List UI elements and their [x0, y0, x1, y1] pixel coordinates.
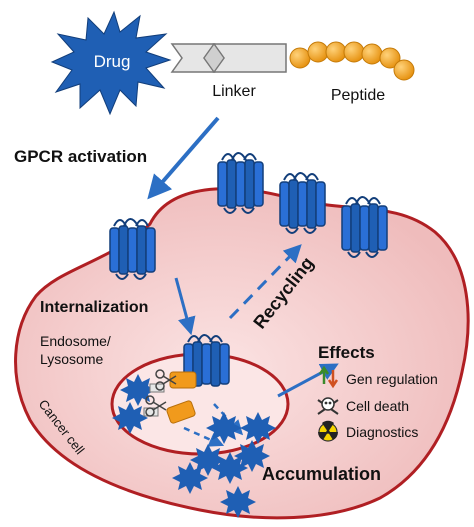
drug-starburst — [50, 10, 172, 116]
scissors-icon-upper — [155, 369, 177, 391]
skull-icon — [317, 397, 339, 415]
activation-arrow — [147, 116, 220, 200]
effects-title: Effects — [318, 343, 375, 362]
gpcr-receptor-membrane — [109, 218, 156, 280]
gpcr-receptor-recycled-1 — [217, 152, 264, 214]
linker-label: Linker — [212, 83, 256, 100]
internalization-label: Internalization — [40, 299, 148, 316]
gpcr-activation-label: GPCR activation — [14, 147, 147, 166]
recycling-arrow — [228, 244, 302, 320]
accumulation-label: Accumulation — [262, 464, 381, 484]
gpcr-receptor-recycled-2 — [279, 172, 326, 234]
gpcr-receptor-recycled-3 — [341, 196, 388, 258]
endosome-label: Endosome/ — [40, 333, 111, 349]
effect-item-label: Diagnostics — [346, 424, 418, 440]
internalization-arrow — [174, 277, 196, 336]
effect-item-label: Cell death — [346, 398, 409, 414]
up-down-arrows-icon — [318, 365, 339, 389]
lysosome-label: Lysosome — [40, 351, 104, 367]
radiation-icon — [318, 420, 338, 442]
linker-chevrons — [170, 42, 287, 74]
peptide-label: Peptide — [331, 87, 385, 104]
effect-item-label: Gen regulation — [346, 371, 438, 387]
drug-label: Drug — [94, 52, 131, 71]
scissors-icon-lower — [145, 395, 167, 417]
peptide-chain — [289, 41, 415, 81]
free-drug-molecules — [172, 412, 276, 518]
